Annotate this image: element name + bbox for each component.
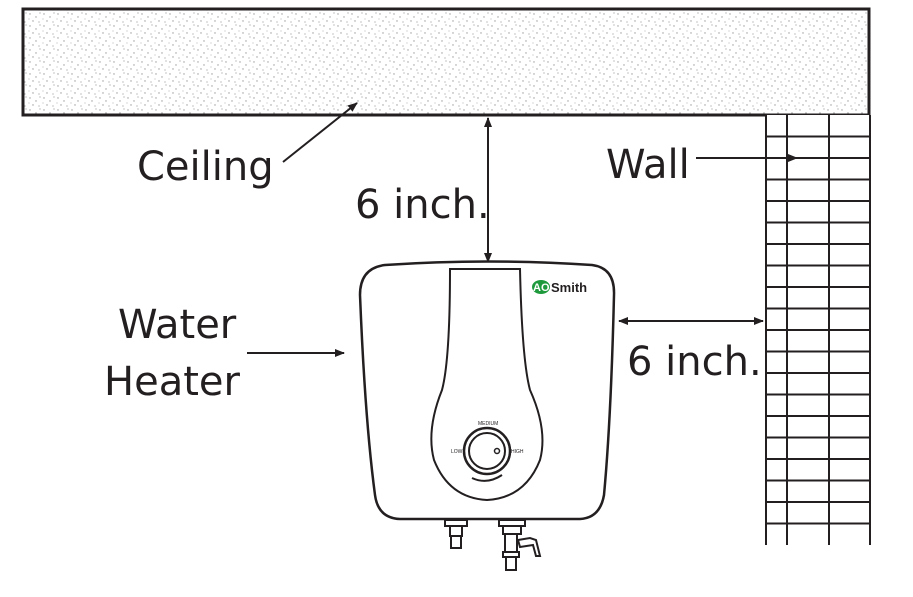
ceiling-label: Ceiling	[137, 144, 274, 190]
pipe-fittings	[444, 519, 542, 571]
side-clearance-label: 6 inch.	[627, 339, 762, 385]
wall-label: Wall	[606, 142, 690, 188]
top-clearance-label: 6 inch.	[355, 182, 490, 228]
ceiling-pointer-arrow	[282, 102, 358, 163]
heater-label: Heater	[104, 359, 240, 405]
knob-indicator-icon	[493, 447, 501, 455]
svg-text:Smith: Smith	[551, 280, 587, 295]
svg-text:AO: AO	[533, 282, 550, 294]
knob-high-label: HIGH	[511, 449, 524, 455]
knob-medium-label: MEDIUM	[478, 421, 498, 427]
knob-low-label: LOW	[451, 449, 463, 455]
brick-wall	[765, 115, 871, 545]
water-label: Water	[118, 302, 237, 348]
ceiling-slab	[21, 7, 871, 117]
brand-logo: AO Smith	[532, 280, 587, 295]
water-heater	[358, 260, 616, 571]
